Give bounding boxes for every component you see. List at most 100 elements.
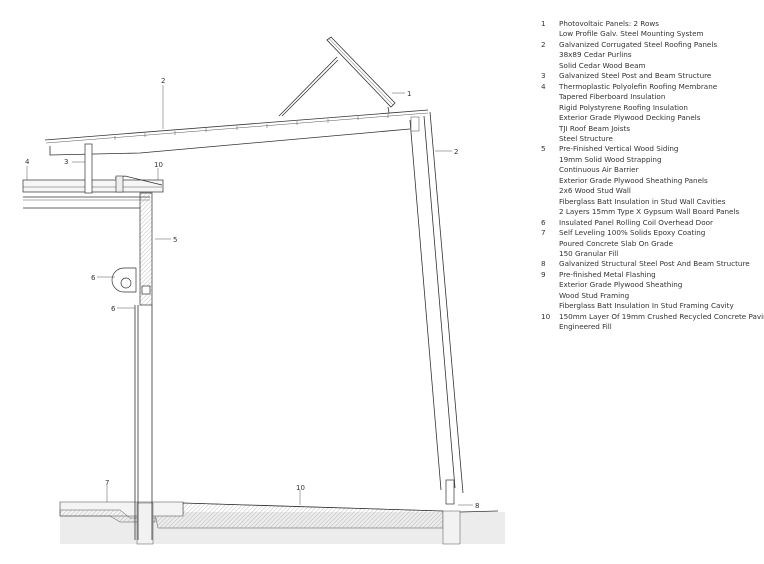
legend-number: [541, 113, 559, 123]
legend-text: Exterior Grade Plywood Sheathing: [559, 280, 683, 290]
left-wall: [111, 192, 153, 540]
legend-text: Pre-finished Metal Flashing: [559, 269, 656, 279]
legend-row: 8 Galvanized Structural Steel Post And Be…: [541, 259, 764, 269]
footing-right: [442, 510, 461, 545]
legend-number: 4: [541, 81, 546, 91]
legend-row: Solid Cedar Wood Beam: [541, 61, 764, 71]
legend-text: Thermoplastic Polyolefin Roofing Membran…: [559, 81, 718, 91]
legend-number: 8: [541, 259, 546, 269]
legend-number: [541, 124, 559, 134]
legend-row: 4 Thermoplastic Polyolefin Roofing Membra…: [541, 82, 764, 92]
callout-2: 2: [161, 77, 165, 85]
legend-number: [541, 29, 559, 39]
legend-row: 3 Galvanized Steel Post and Beam Structur…: [541, 71, 764, 81]
legend-number: [541, 186, 559, 196]
legend-number: [541, 61, 559, 71]
legend-row: 19mm Solid Wood Strapping: [541, 155, 764, 165]
legend-row: Wood Stud Framing: [541, 291, 764, 301]
photovoltaic-panel: [278, 36, 396, 117]
legend-text: Wood Stud Framing: [559, 290, 630, 300]
legend-text: 38x89 Cedar Purlins: [559, 50, 632, 60]
callout-3: 3: [64, 158, 68, 166]
legend-number: [541, 207, 559, 217]
legend-number: 10: [541, 311, 551, 321]
legend-text: Rigid Polystyrene Roofing Insulation: [559, 102, 688, 112]
callout-labels: 1 2 2 4 3 10 5 6 6 7 10 8: [25, 77, 479, 510]
legend-number: [541, 50, 559, 60]
legend-text: Pre-Finished Vertical Wood Siding: [559, 144, 679, 154]
legend-row: Tapered Fiberboard Insulation: [541, 92, 764, 102]
legend-text: Galvanized Steel Post and Beam Structure: [559, 71, 712, 81]
legend-text: Self Leveling 100% Solids Epoxy Coating: [559, 228, 706, 238]
legend-row: Poured Concrete Slab On Grade: [541, 239, 764, 249]
legend-row: Rigid Polystyrene Roofing Insulation: [541, 103, 764, 113]
legend-row: Continuous Air Barrier: [541, 165, 764, 175]
legend-row: Fiberglass Batt Insulation In Stud Frami…: [541, 301, 764, 311]
legend-text: TJI Roof Beam Joists: [559, 123, 631, 133]
legend-text: Fiberglass Batt Insulation in Stud Wall …: [559, 196, 726, 206]
ground: [59, 501, 505, 545]
legend-row: 150 Granular Fill: [541, 249, 764, 259]
legend-row: 7 Self Leveling 100% Solids Epoxy Coating: [541, 228, 764, 238]
footing-left: [136, 502, 154, 545]
building-section-drawing: 1 2 2 4 3 10 5 6 6 7 10 8: [22, 36, 505, 545]
legend-number: [541, 134, 559, 144]
callout-1: 1: [407, 90, 411, 98]
legend-row: Exterior Grade Plywood Decking Panels: [541, 113, 764, 123]
legend-text: Solid Cedar Wood Beam: [559, 60, 646, 70]
legend-text: Exterior Grade Plywood Decking Panels: [559, 113, 701, 123]
legend-number: [541, 92, 559, 102]
leader-lines: [26, 85, 473, 506]
right-wall: [409, 111, 464, 505]
legend-text: Continuous Air Barrier: [559, 165, 639, 175]
legend-number: 2: [541, 39, 546, 49]
legend-number: 1: [541, 19, 546, 28]
legend-text: 150 Granular Fill: [559, 248, 619, 258]
callout-7: 7: [105, 479, 109, 487]
legend-number: 3: [541, 71, 546, 81]
legend-number: [541, 280, 559, 290]
low-roof: [22, 143, 164, 209]
legend-row: 2 Layers 15mm Type X Gypsum Wall Board P…: [541, 207, 764, 217]
legend-row: Engineered Fill: [541, 322, 764, 332]
steel-post: [84, 143, 93, 194]
legend-number: [541, 165, 559, 175]
legend-text: 2 Layers 15mm Type X Gypsum Wall Board P…: [559, 207, 740, 217]
legend-text: Galvanized Structural Steel Post And Bea…: [559, 259, 750, 269]
callout-8: 8: [475, 502, 479, 510]
legend-row: 2x6 Wood Stud Wall: [541, 186, 764, 196]
legend-row: Low Profile Galv. Steel Mounting System: [541, 29, 764, 39]
legend-number: [541, 239, 559, 249]
legend-row: 10 150mm Layer Of 19mm Crushed Recycled C…: [541, 312, 764, 322]
legend-number: 7: [541, 228, 546, 238]
legend-row: 6 Insulated Panel Rolling Coil Overhead D…: [541, 218, 764, 228]
callout-4: 4: [25, 158, 30, 166]
legend-number: 6: [541, 217, 546, 227]
legend-number: [541, 322, 559, 332]
callout-2: 2: [454, 148, 458, 156]
legend-row: Exterior Grade Plywood Sheathing: [541, 280, 764, 290]
legend-row: Exterior Grade Plywood Sheathing Panels: [541, 176, 764, 186]
callout-6: 6: [91, 274, 96, 282]
legend-text: Insulated Panel Rolling Coil Overhead Do…: [559, 217, 713, 227]
legend-text: 150mm Layer Of 19mm Crushed Recycled Con…: [559, 311, 764, 321]
legend-text: Steel Structure: [559, 133, 613, 143]
legend-row: Steel Structure: [541, 134, 764, 144]
legend-text: Tapered Fiberboard Insulation: [559, 92, 666, 102]
callout-10: 10: [154, 161, 163, 169]
legend-text: 2x6 Wood Stud Wall: [559, 186, 631, 196]
legend-number: [541, 249, 559, 259]
legend-text: 19mm Solid Wood Strapping: [559, 154, 662, 164]
legend-text: Exterior Grade Plywood Sheathing Panels: [559, 175, 708, 185]
legend-number: [541, 301, 559, 311]
callout-5: 5: [173, 236, 177, 244]
main-roof: [44, 109, 429, 156]
legend-number: [541, 176, 559, 186]
legend-text: Low Profile Galv. Steel Mounting System: [559, 29, 704, 39]
legend-row: TJI Roof Beam Joists: [541, 124, 764, 134]
